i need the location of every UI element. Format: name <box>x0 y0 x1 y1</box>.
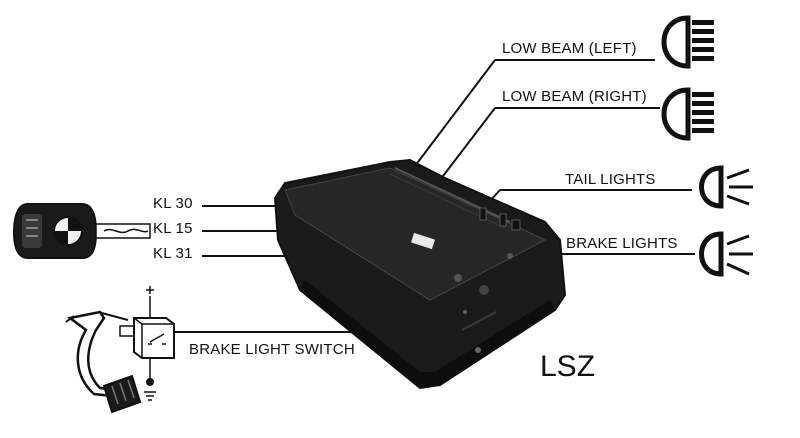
label-kl30: KL 30 <box>153 195 193 212</box>
label-brake-lights: BRAKE LIGHTS <box>566 235 678 252</box>
headlamp-icon <box>661 15 714 69</box>
module-screw <box>475 347 481 353</box>
tail-lamp-icon <box>699 165 753 209</box>
module-front-edge <box>300 280 555 388</box>
label-low-beam-right: LOW BEAM (RIGHT) <box>502 88 647 105</box>
label-kl15: KL 15 <box>153 220 193 237</box>
module-pin <box>511 219 521 231</box>
brake-switch-icon <box>119 286 175 401</box>
module-slot <box>461 311 497 331</box>
module-pin <box>479 207 487 221</box>
module-screw <box>463 310 467 314</box>
module-ridge <box>394 167 511 223</box>
module-pin <box>499 213 507 227</box>
wire-low-beam-right-diag <box>439 107 496 181</box>
module-name: LSZ <box>540 350 596 383</box>
label-low-beam-left: LOW BEAM (LEFT) <box>502 40 637 57</box>
wire-low-beam-left-diag <box>411 59 496 171</box>
headlamp-icon <box>661 87 714 141</box>
label-tail-lights: TAIL LIGHTS <box>565 171 656 188</box>
label-kl31: KL 31 <box>153 245 193 262</box>
ignition-key-icon <box>12 203 151 259</box>
brake-lamp-icon <box>699 231 753 277</box>
brake-pedal-icon <box>65 310 142 414</box>
module-screw <box>454 274 462 282</box>
module-label-plate <box>410 232 436 250</box>
lsz-module <box>273 158 567 390</box>
module-screw <box>507 253 513 259</box>
module-screw <box>479 285 489 295</box>
label-brake-light-switch: BRAKE LIGHT SWITCH <box>189 341 355 358</box>
